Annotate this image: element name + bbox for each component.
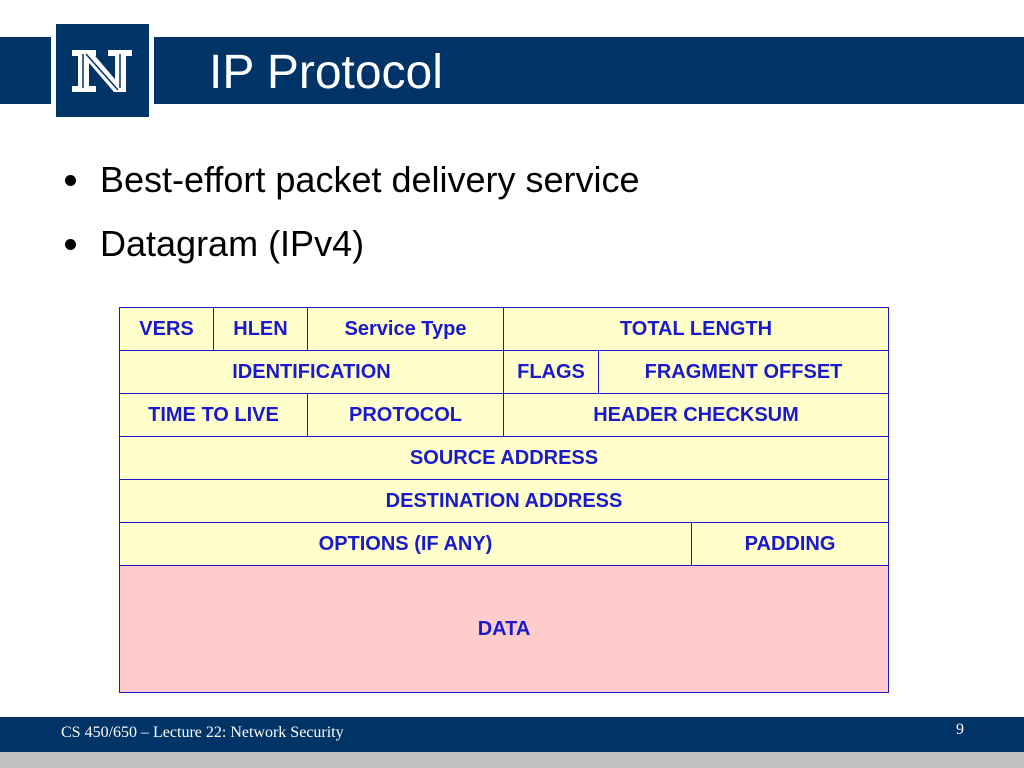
source-address-field: SOURCE ADDRESS bbox=[118, 436, 890, 480]
datagram-row-5: DESTINATION ADDRESS bbox=[118, 479, 890, 523]
footer-strip bbox=[0, 752, 1024, 768]
datagram-row-1: VERS HLEN Service Type TOTAL LENGTH bbox=[119, 307, 890, 351]
padding-field: PADDING bbox=[690, 522, 890, 566]
title-bar bbox=[0, 37, 1024, 104]
bullet-text: Best-effort packet delivery service bbox=[100, 159, 640, 200]
n-logo-glyph bbox=[72, 50, 132, 92]
bullet-item: Best-effort packet delivery service bbox=[62, 152, 640, 216]
datagram-row-2: IDENTIFICATION FLAGS FRAGMENT OFFSET bbox=[119, 350, 890, 394]
time-to-live-field: TIME TO LIVE bbox=[119, 393, 308, 437]
flags-field: FLAGS bbox=[503, 350, 599, 394]
bullet-item: Datagram (IPv4) bbox=[62, 216, 640, 280]
data-field: DATA bbox=[118, 565, 890, 693]
bullet-list: Best-effort packet delivery service Data… bbox=[62, 152, 640, 280]
footer-text: CS 450/650 – Lecture 22: Network Securit… bbox=[61, 724, 344, 741]
logo bbox=[51, 19, 154, 122]
ipv4-datagram-diagram: VERS HLEN Service Type TOTAL LENGTH IDEN… bbox=[118, 307, 890, 693]
bullet-text: Datagram (IPv4) bbox=[100, 223, 365, 264]
datagram-row-4: SOURCE ADDRESS bbox=[118, 436, 890, 480]
destination-address-field: DESTINATION ADDRESS bbox=[118, 479, 890, 523]
fragment-offset-field: FRAGMENT OFFSET bbox=[597, 350, 890, 394]
vers-field: VERS bbox=[119, 307, 214, 351]
footer-bar bbox=[0, 717, 1024, 752]
datagram-row-7: DATA bbox=[118, 565, 890, 693]
bullet-dot-icon bbox=[65, 239, 76, 250]
datagram-row-3: TIME TO LIVE PROTOCOL HEADER CHECKSUM bbox=[119, 393, 890, 437]
page-number: 9 bbox=[956, 721, 964, 738]
hlen-field: HLEN bbox=[213, 307, 308, 351]
options-field: OPTIONS (IF ANY) bbox=[119, 522, 692, 566]
total-length-field: TOTAL LENGTH bbox=[502, 307, 890, 351]
protocol-field: PROTOCOL bbox=[307, 393, 504, 437]
university-n-logo-icon bbox=[56, 24, 149, 117]
slide-title: IP Protocol bbox=[209, 46, 443, 99]
identification-field: IDENTIFICATION bbox=[119, 350, 504, 394]
datagram-row-6: OPTIONS (IF ANY) PADDING bbox=[119, 522, 890, 566]
header-checksum-field: HEADER CHECKSUM bbox=[502, 393, 890, 437]
service-type-field: Service Type bbox=[307, 307, 504, 351]
bullet-dot-icon bbox=[65, 175, 76, 186]
